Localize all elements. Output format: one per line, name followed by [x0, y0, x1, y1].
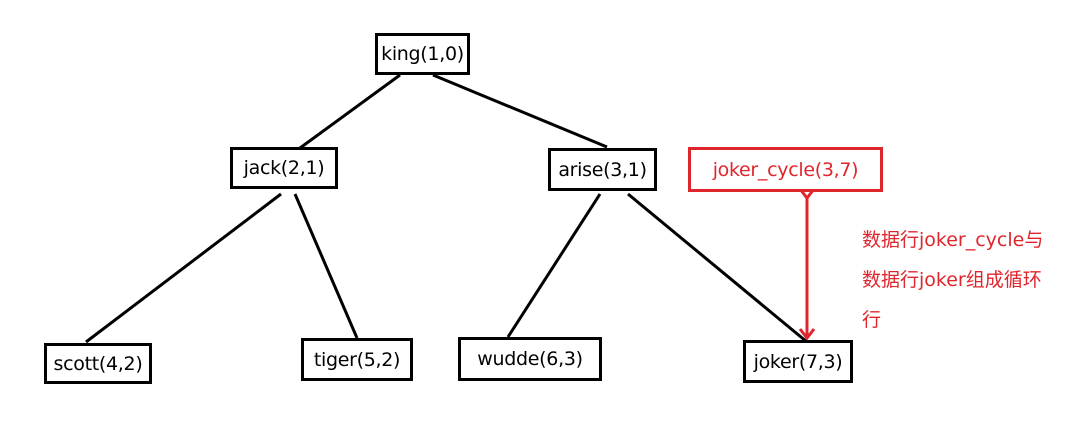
cycle-annotation: 数据行joker_cycle与 数据行joker组成循环 行	[862, 220, 1043, 340]
edge-king-arise	[432, 73, 608, 149]
node-wudde: wudde(6,3)	[458, 337, 602, 381]
edge-jack-scott	[85, 192, 282, 344]
annotation-line-2: 数据行joker组成循环	[862, 269, 1042, 291]
annotation-line-1: 数据行joker_cycle与	[862, 229, 1044, 251]
node-arise: arise(3,1)	[548, 148, 657, 191]
node-joker-cycle: joker_cycle(3,7)	[688, 147, 883, 192]
edge-king-jack	[299, 73, 401, 150]
annotation-line-3: 行	[862, 309, 882, 331]
edge-arise-joker	[627, 192, 808, 344]
node-tiger: tiger(5,2)	[301, 338, 413, 381]
edge-jack-tiger	[293, 193, 359, 339]
node-joker: joker(7,3)	[743, 340, 853, 383]
node-scott: scott(4,2)	[44, 343, 152, 384]
node-king: king(1,0)	[375, 33, 470, 75]
node-jack: jack(2,1)	[230, 147, 338, 189]
edge-arise-wudde	[506, 193, 602, 338]
